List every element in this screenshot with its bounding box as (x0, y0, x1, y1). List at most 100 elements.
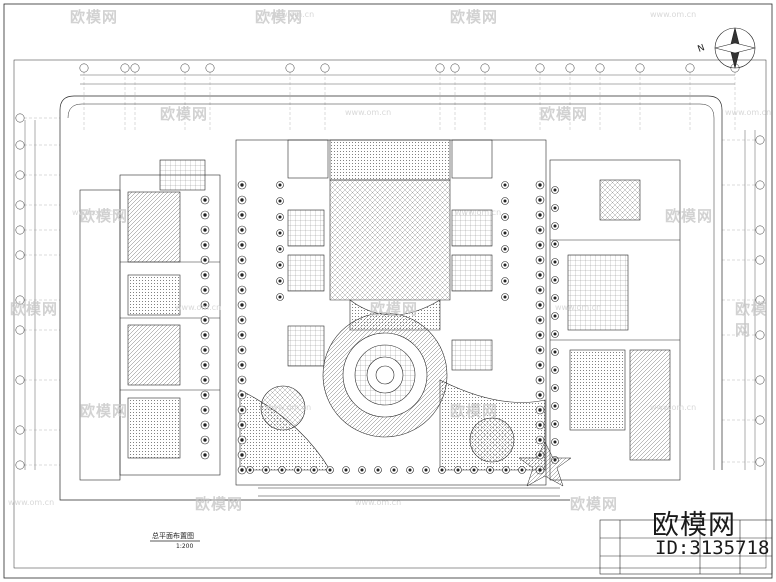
grid-bubble (15, 113, 25, 123)
tree-symbol-icon (200, 390, 210, 400)
tree-symbol-icon (200, 375, 210, 385)
grid-bubble (180, 63, 190, 73)
tree-symbol-icon (237, 195, 247, 205)
tree-symbol-icon (535, 300, 545, 310)
tree-symbol-icon (551, 402, 559, 410)
grid-bubble (755, 180, 765, 190)
tree-symbol-icon (237, 210, 247, 220)
watermark-brand: 欧模网 (735, 300, 768, 339)
outer-frame (3, 3, 773, 579)
tree-symbol-icon (422, 466, 430, 474)
grid-bubble (755, 330, 765, 340)
tree-symbol-icon (535, 420, 545, 430)
tree-symbol-icon (200, 435, 210, 445)
grid-bubble (15, 200, 25, 210)
north-arrow-icon (714, 27, 756, 69)
grid-lines (24, 72, 756, 466)
watermark-url: www.om.cn (72, 208, 119, 217)
tree-symbol-icon (237, 180, 247, 190)
tree-symbol-icon (237, 450, 247, 460)
site-boundary (59, 95, 723, 501)
watermark-url: www.om.cn (268, 10, 315, 19)
left-building (79, 159, 221, 481)
tree-symbol-icon (390, 466, 398, 474)
tree-symbol-icon (342, 466, 350, 474)
grid-bubble (565, 63, 575, 73)
watermark-brand: 欧模网 (10, 300, 59, 318)
right-building (549, 159, 681, 481)
tree-symbol-icon (438, 466, 446, 474)
watermark-brand: 欧模网 (450, 8, 499, 26)
grid-bubble (15, 250, 25, 260)
tree-symbol-icon (237, 390, 247, 400)
watermark-brand: 欧模网 (80, 207, 129, 225)
watermark-url: www.om.cn (555, 303, 602, 312)
tree-symbol-icon (501, 277, 509, 285)
grid-bubble (450, 63, 460, 73)
tree-symbol-icon (406, 466, 414, 474)
tree-symbol-icon (501, 213, 509, 221)
watermark-brand: 欧模网 (195, 495, 244, 513)
tree-symbol-icon (237, 435, 247, 445)
tree-symbol-icon (276, 277, 284, 285)
tree-symbol-icon (237, 270, 247, 280)
tree-symbol-icon (200, 315, 210, 325)
courtyard-tree-rows (237, 180, 559, 475)
grid-bubble (595, 63, 605, 73)
tree-symbol-icon (200, 450, 210, 460)
tree-symbol-icon (200, 195, 210, 205)
tree-symbol-icon (501, 261, 509, 269)
watermark-url: www.om.cn (650, 403, 697, 412)
tree-symbol-icon (237, 300, 247, 310)
stamp-brand: 欧模网 (652, 510, 736, 541)
tree-symbol-icon (551, 348, 559, 356)
tree-symbol-icon (535, 375, 545, 385)
tree-symbol-icon (551, 276, 559, 284)
tree-symbol-icon (535, 315, 545, 325)
grid-bubbles (15, 63, 765, 470)
tree-symbol-icon (551, 204, 559, 212)
tree-symbol-icon (200, 285, 210, 295)
tree-symbol-icon (200, 405, 210, 415)
watermark-url: www.om.cn (8, 498, 55, 507)
tree-symbol-icon (535, 330, 545, 340)
watermark-url: www.om.cn (355, 498, 402, 507)
tree-symbol-icon (551, 312, 559, 320)
grid-bubble (755, 295, 765, 305)
grid-bubble (480, 63, 490, 73)
tree-symbol-icon (276, 197, 284, 205)
tree-symbol-icon (310, 466, 318, 474)
watermark-url: www.om.cn (265, 403, 312, 412)
tree-symbol-icon (518, 466, 526, 474)
tree-symbol-icon (237, 420, 247, 430)
tree-symbol-icon (237, 315, 247, 325)
tree-symbol-icon (276, 213, 284, 221)
grid-bubble (755, 225, 765, 235)
watermark-brand: 欧模网 (255, 8, 304, 26)
watermark-brand: 欧模网 (665, 207, 714, 225)
grid-bubble (79, 63, 89, 73)
tree-symbol-icon (551, 330, 559, 338)
watermark-url: www.om.cn (175, 303, 222, 312)
watermark-url: www.om.cn (345, 108, 392, 117)
tree-symbol-icon (501, 229, 509, 237)
grid-bubble (635, 63, 645, 73)
tree-symbol-icon (200, 255, 210, 265)
drawing-scale: 1:200 (176, 543, 194, 550)
grid-bubble (285, 63, 295, 73)
tree-symbol-icon (200, 210, 210, 220)
tree-symbol-icon (535, 345, 545, 355)
grid-bubble (755, 415, 765, 425)
grid-bubble (755, 457, 765, 467)
tree-symbol-icon (358, 466, 366, 474)
tree-symbol-icon (535, 405, 545, 415)
grid-bubble (535, 63, 545, 73)
grid-bubble (435, 63, 445, 73)
tree-symbol-icon (200, 420, 210, 430)
grid-bubble (15, 460, 25, 470)
tree-symbol-icon (551, 222, 559, 230)
tree-symbol-icon (276, 245, 284, 253)
watermark-brand: 欧模网 (80, 402, 129, 420)
tree-symbol-icon (200, 225, 210, 235)
tree-symbol-icon (237, 255, 247, 265)
